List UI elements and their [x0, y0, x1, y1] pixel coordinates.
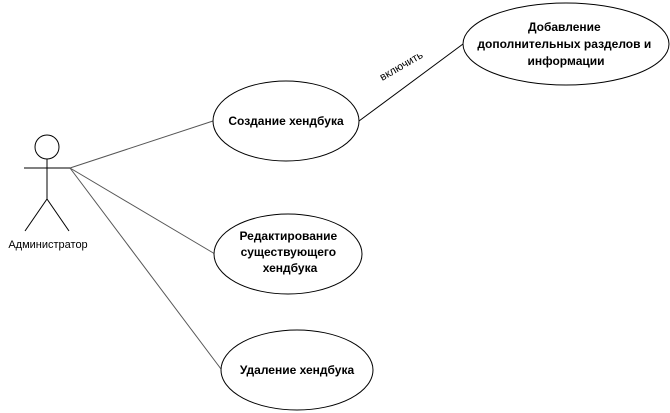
include-label: включить — [378, 49, 426, 83]
svg-text:Добавление дополнительны: Добавление дополнительных разделов и инф… — [477, 20, 654, 68]
association-create — [69, 120, 214, 169]
usecase-edit-label-line: Редактирование — [239, 229, 337, 243]
usecase-edit-ellipse — [213, 213, 363, 295]
association-delete — [69, 167, 222, 370]
usecase-create-label-line: Создание хендбука — [228, 114, 344, 128]
usecase-add-sections-ellipse — [462, 2, 670, 86]
actor-left-leg — [24, 198, 48, 232]
usecase-create-ellipse — [212, 80, 360, 162]
svg-text:Создание хендбука: Создание хендбука — [228, 114, 344, 128]
actor-right-leg — [46, 198, 70, 232]
usecase-delete-ellipse — [220, 329, 374, 411]
include-relation-line — [358, 43, 464, 122]
usecase-edit-label-line: хендбука — [263, 261, 318, 275]
svg-text:Редактирование существую: Редактирование существующего хендбука — [239, 229, 340, 275]
actor-administrator — [24, 134, 70, 232]
actor-head — [34, 134, 60, 160]
actor-label: Администратор — [8, 239, 87, 251]
usecase-add-sections[interactable]: Добавление дополнительных разделов и инф… — [462, 2, 670, 86]
usecase-add-sections-label-line: информации — [528, 54, 605, 68]
usecase-delete[interactable]: Удаление хендбука — [220, 329, 374, 411]
association-edit — [69, 167, 216, 255]
svg-text:Удаление хендбука: Удаление хендбука — [240, 363, 355, 377]
usecase-edit-label-line: существующего — [241, 245, 337, 259]
usecase-create[interactable]: Создание хендбука — [212, 80, 360, 162]
usecase-add-sections-label-line: дополнительных разделов и — [477, 37, 651, 51]
usecase-edit[interactable]: Редактирование существующего хендбука — [213, 213, 363, 295]
usecase-add-sections-label-line: Добавление — [528, 20, 601, 34]
usecase-delete-label-line: Удаление хендбука — [240, 363, 355, 377]
